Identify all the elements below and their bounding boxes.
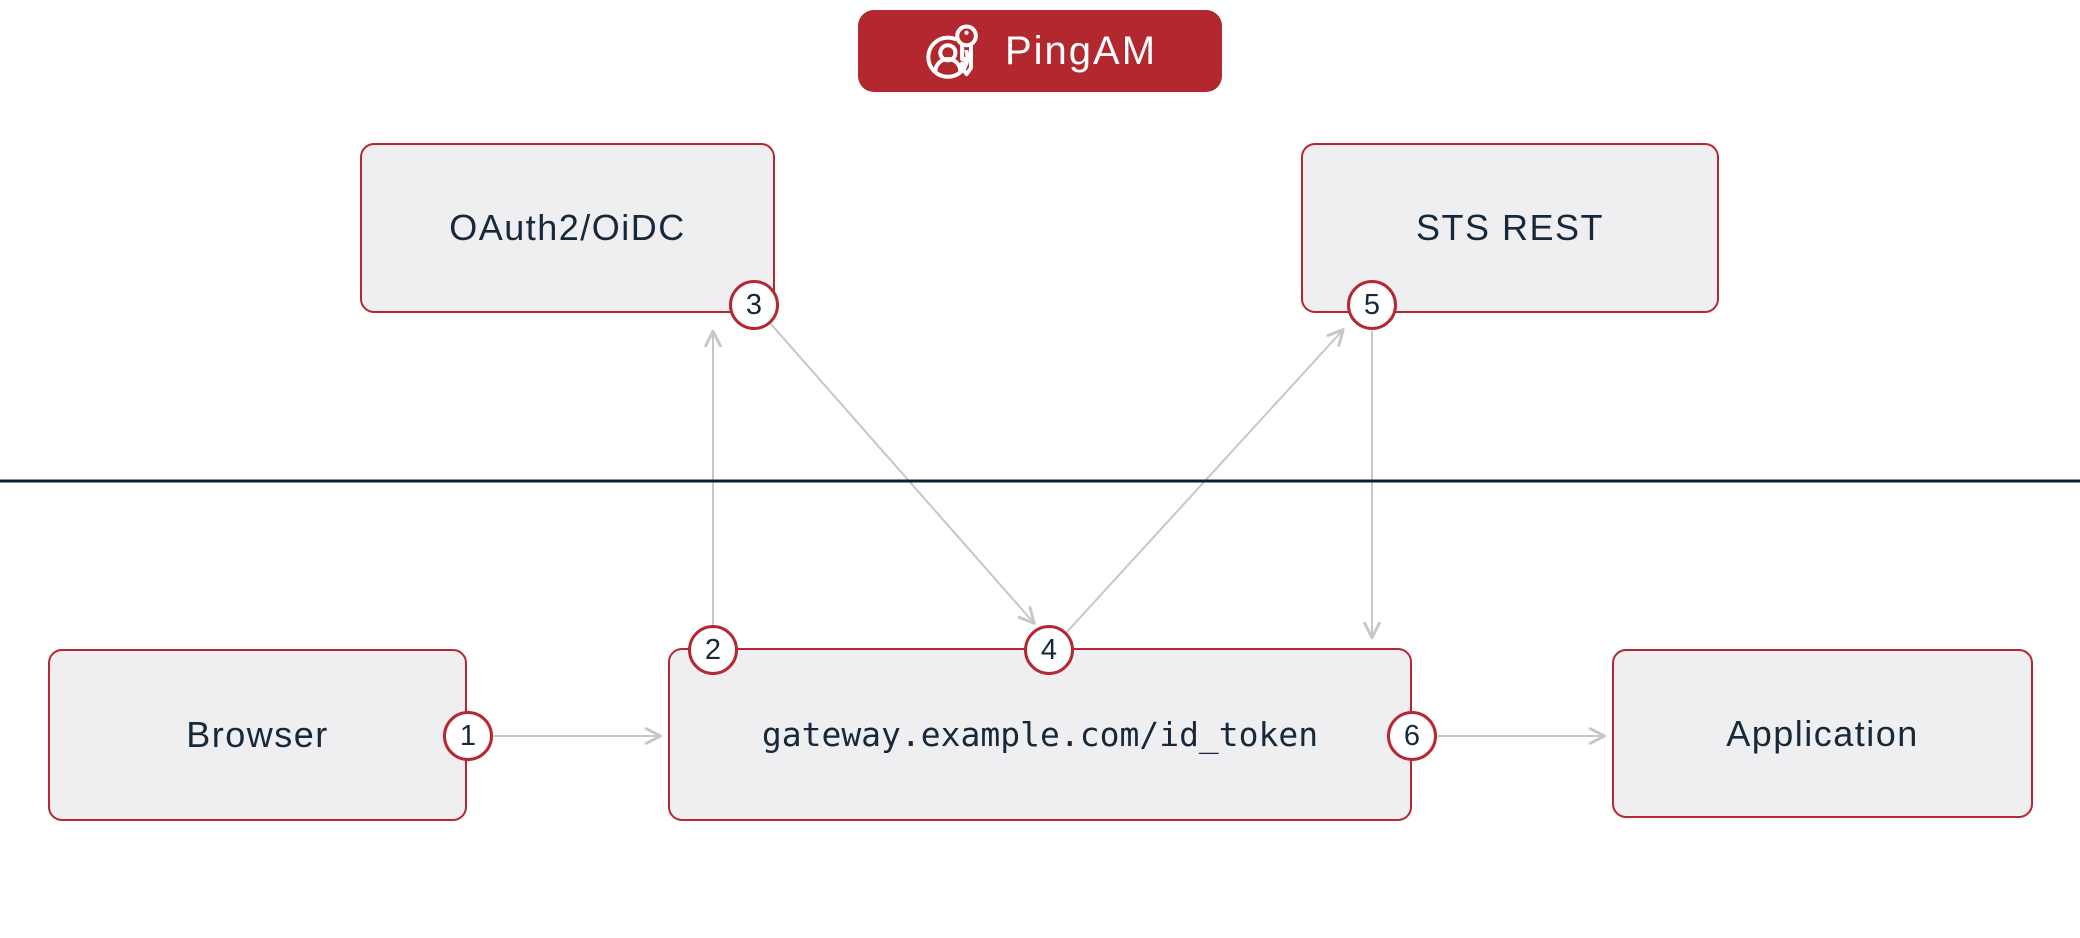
- user-key-icon: [926, 22, 981, 79]
- step-circle-1: 1: [443, 711, 493, 761]
- node-gateway-label: gateway.example.com/id_token: [761, 715, 1319, 754]
- arrow-oauth2-to-gateway: [769, 322, 1036, 625]
- step-circle-5: 5: [1347, 280, 1397, 330]
- node-application-label: Application: [1726, 712, 1919, 754]
- step-circle-3: 3: [729, 280, 779, 330]
- step-circle-4: 4: [1024, 625, 1074, 675]
- node-oauth2-label: OAuth2/OiDC: [449, 207, 686, 248]
- pingam-badge: PingAM: [858, 10, 1222, 92]
- step-circle-2: 2: [688, 625, 738, 675]
- node-oauth2: OAuth2/OiDC: [360, 143, 775, 313]
- pingam-badge-label: PingAM: [1004, 28, 1158, 73]
- step-circle-6: 6: [1387, 711, 1437, 761]
- node-application: Application: [1612, 649, 2033, 818]
- node-gateway: gateway.example.com/id_token: [668, 648, 1412, 821]
- node-browser: Browser: [48, 649, 467, 821]
- node-browser-label: Browser: [186, 714, 329, 755]
- node-sts-rest-label: STS REST: [1415, 207, 1605, 248]
